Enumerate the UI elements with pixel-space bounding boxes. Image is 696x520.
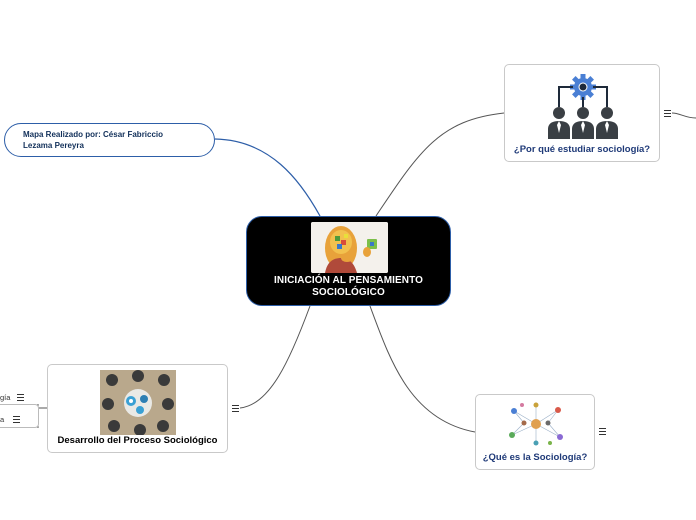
branch-label: ¿Qué es la Sociología? <box>482 452 588 463</box>
author-label: Mapa Realizado por: César Fabriccio Leza… <box>23 130 164 150</box>
menu-icon[interactable] <box>13 416 20 423</box>
network-icon <box>509 402 563 446</box>
menu-icon[interactable] <box>232 405 239 412</box>
subitem-1-text[interactable]: gía <box>0 393 11 402</box>
teamwork-icon <box>100 370 176 435</box>
subitem-2-text: a <box>0 415 5 424</box>
branch-label: ¿Por qué estudiar sociología? <box>513 144 651 155</box>
branch-label: Desarrollo del Proceso Sociológico <box>57 435 218 446</box>
head-puzzle-icon <box>311 222 388 273</box>
central-title: INICIACIÓN AL PENSAMIENTO SOCIOLÓGICO <box>274 275 423 298</box>
connector-autor <box>214 138 321 217</box>
menu-icon[interactable] <box>17 394 24 401</box>
menu-icon[interactable] <box>664 110 671 117</box>
branch-autor[interactable]: Mapa Realizado por: César Fabriccio Leza… <box>4 123 215 157</box>
gear-people-icon <box>548 74 618 139</box>
branch-por-que-estudiar[interactable]: ¿Por qué estudiar sociología? <box>504 64 660 162</box>
central-topic[interactable]: INICIACIÓN AL PENSAMIENTO SOCIOLÓGICO <box>246 216 451 306</box>
menu-icon[interactable] <box>599 428 606 435</box>
connector-que-es <box>369 305 476 433</box>
connector-desarrollo <box>239 305 311 409</box>
branch-desarrollo-proceso[interactable]: Desarrollo del Proceso Sociológico <box>47 364 228 453</box>
branch-que-es-sociologia[interactable]: ¿Qué es la Sociología? <box>475 394 595 470</box>
connector-desarrollo-sub <box>37 404 47 428</box>
connector-por-que <box>375 112 505 217</box>
connector-por-que-out <box>671 112 696 119</box>
